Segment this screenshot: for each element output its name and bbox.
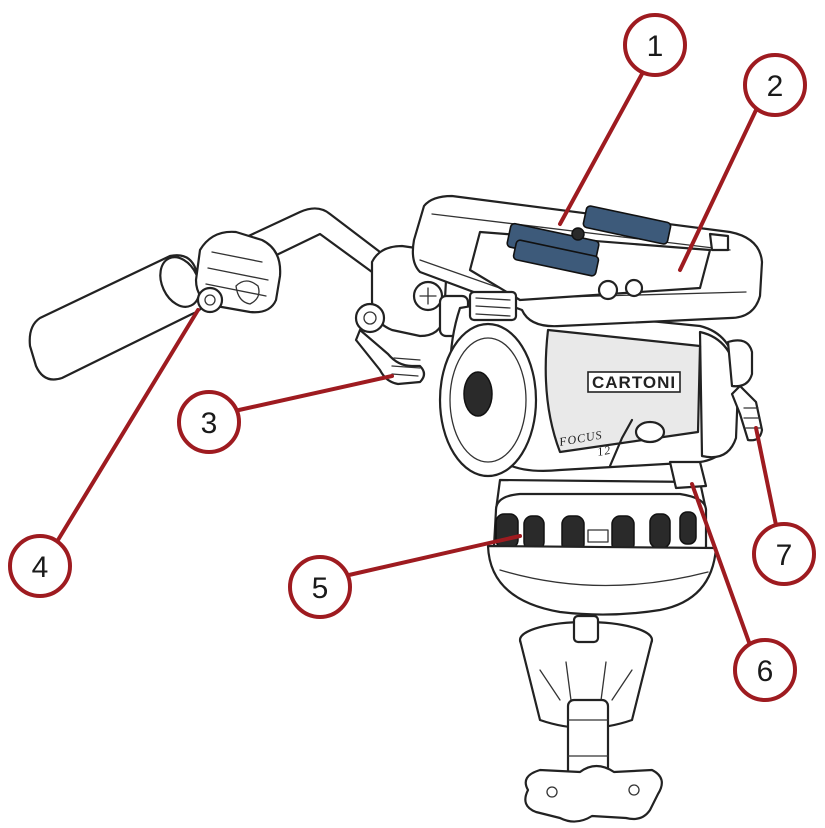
callout-circle (288, 555, 352, 619)
counterbalance-ring (492, 460, 708, 562)
callout-number: 3 (201, 407, 218, 440)
callout-number: 1 (647, 30, 664, 63)
callout-leader-line (678, 106, 759, 272)
callout-circle (623, 13, 687, 77)
model-sub-label: 12 (596, 443, 612, 459)
callout-leader-line (690, 482, 752, 647)
callout-7: 7 (752, 426, 816, 586)
tripod-head-illustration: CARTONI FOCUS 12 (28, 194, 764, 823)
camera-plate-pads (506, 205, 672, 277)
head-body: CARTONI FOCUS 12 (438, 303, 740, 478)
callout-6: 6 (690, 482, 797, 702)
callout-circle (752, 522, 816, 586)
bowl-base (486, 544, 718, 616)
callout-3: 3 (177, 374, 394, 454)
callout-number: 5 (312, 572, 329, 605)
callout-leader-line (754, 426, 778, 527)
callout-circle (733, 638, 797, 702)
callout-1: 1 (558, 13, 687, 226)
callout-leader-line (56, 308, 200, 542)
callout-circle (8, 534, 72, 598)
callout-circle (743, 53, 807, 117)
tie-down-clamp (518, 614, 663, 823)
callout-number: 6 (757, 655, 774, 688)
callout-2: 2 (678, 53, 807, 272)
camera-plate (411, 194, 764, 328)
pan-bar (28, 207, 382, 381)
callout-leader-line (237, 374, 394, 412)
callout-number: 7 (776, 539, 793, 572)
callout-number: 2 (767, 70, 784, 103)
callout-leader-line (347, 534, 522, 577)
callout-number: 4 (32, 551, 49, 584)
callout-5: 5 (288, 534, 522, 619)
brand-label: CARTONI (592, 373, 676, 392)
callout-leader-line (558, 72, 644, 226)
callout-circle (177, 390, 241, 454)
callout-4: 4 (8, 308, 200, 598)
